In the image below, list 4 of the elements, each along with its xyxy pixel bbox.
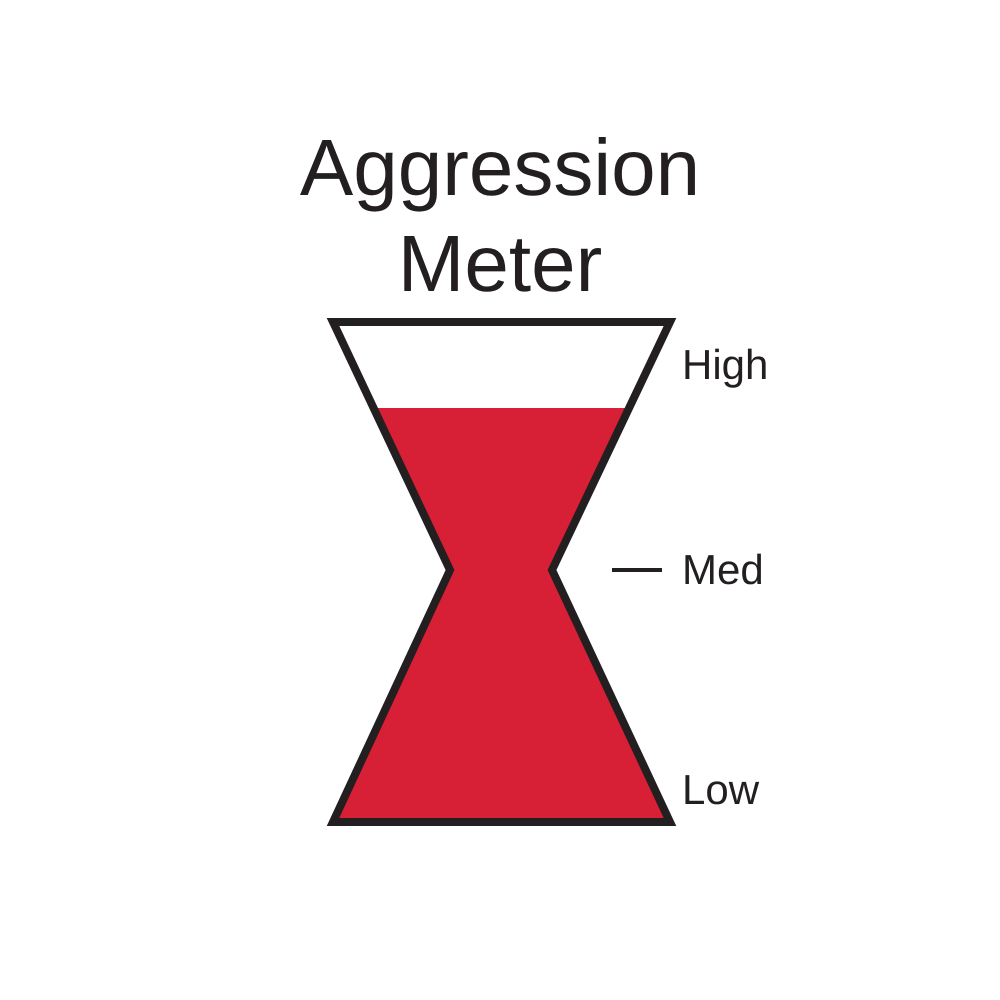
diagram-title: Aggression Meter xyxy=(298,122,702,310)
scale-level-label: Med xyxy=(682,545,764,595)
scale-level-label: Low xyxy=(682,765,760,815)
scale-level-label: High xyxy=(682,340,768,390)
